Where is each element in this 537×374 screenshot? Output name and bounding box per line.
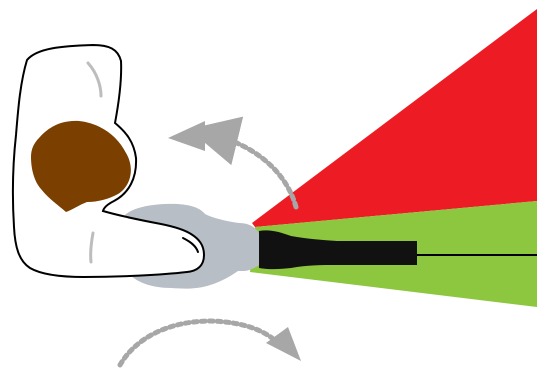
upper-zone xyxy=(252,9,537,227)
rotate-clockwise-arrow-head xyxy=(266,327,301,361)
rotate-counterclockwise-arrow xyxy=(213,135,296,207)
rotate-clockwise-arrow xyxy=(120,321,279,365)
rotate-counterclockwise-arrow-head xyxy=(168,121,205,151)
